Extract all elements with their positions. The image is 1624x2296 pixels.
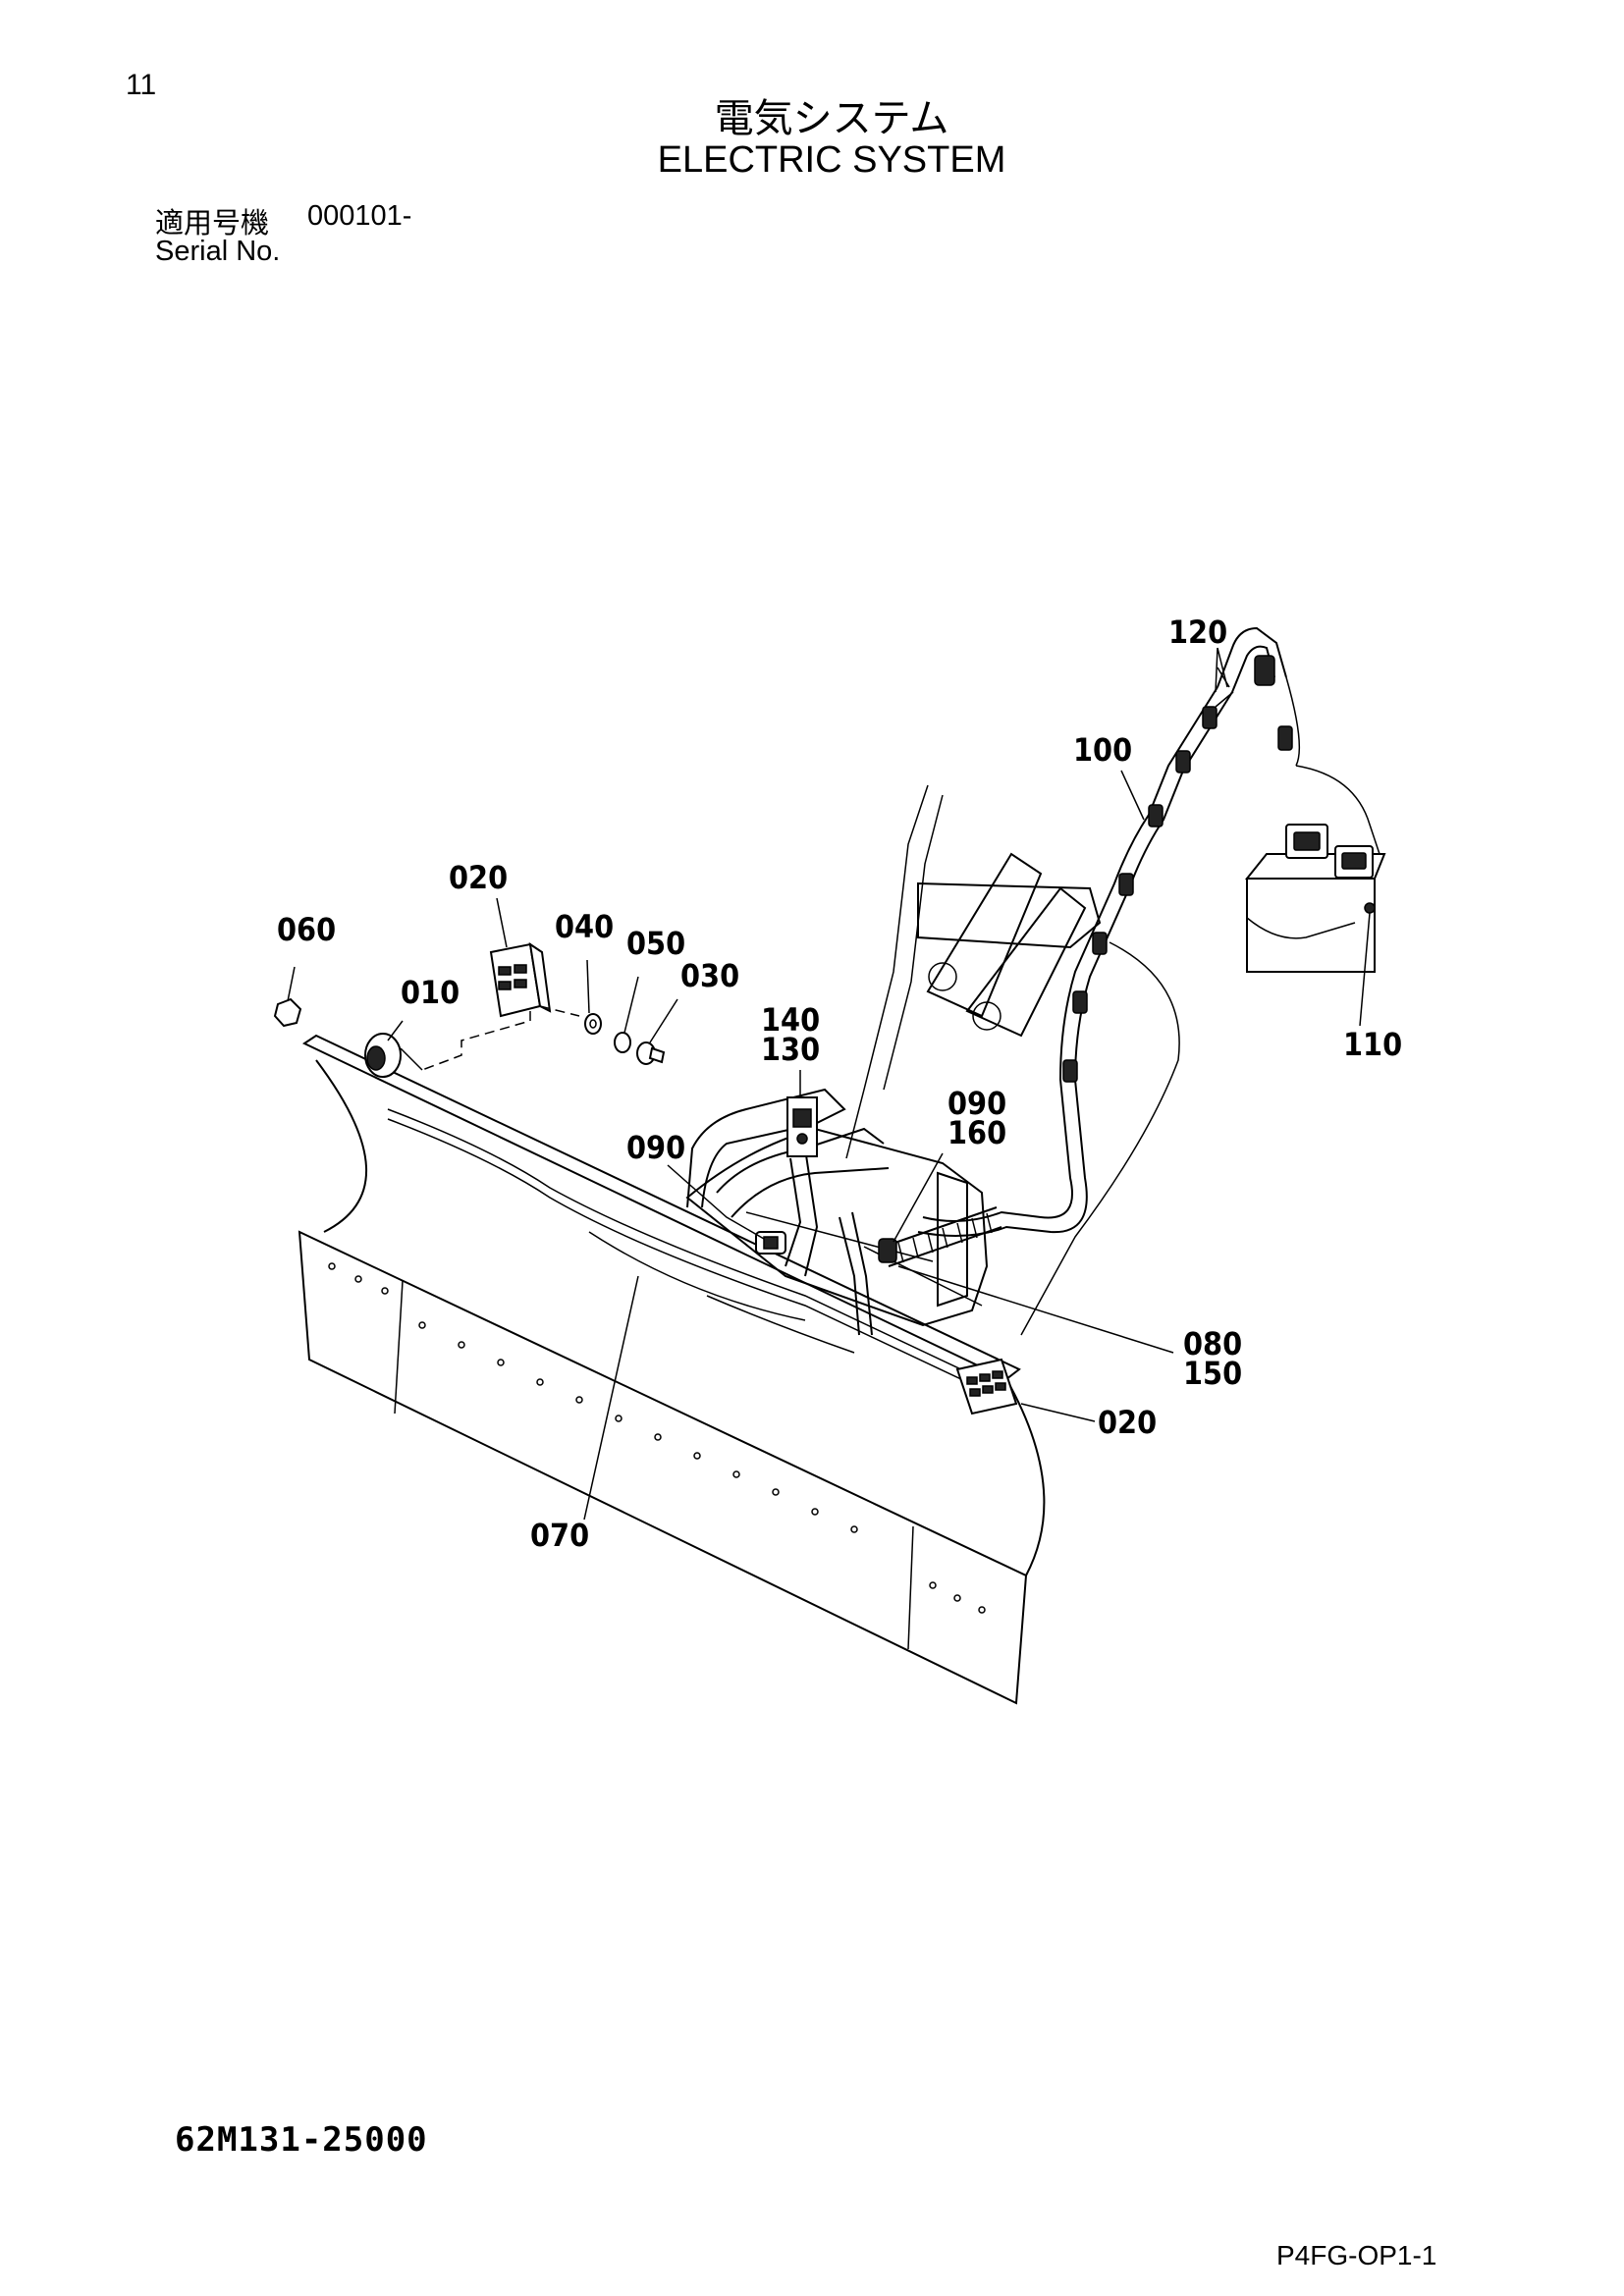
serial-label-english: Serial No. (155, 236, 281, 267)
page-code: P4FG-OP1-1 (1276, 2240, 1437, 2270)
serial-number-value: 000101- (307, 200, 412, 232)
callout-140: 140 (761, 1001, 820, 1039)
callout-090-right: 090 (947, 1085, 1006, 1122)
hose-and-valve-block (686, 1088, 1002, 1336)
callout-100: 100 (1073, 731, 1132, 769)
blade-lamp-parts (273, 941, 1018, 1415)
callout-120: 120 (1168, 614, 1227, 651)
callout-050: 050 (626, 925, 685, 962)
callout-020-lower: 020 (1098, 1404, 1157, 1441)
callout-090-left: 090 (626, 1129, 685, 1166)
serial-label-japanese: 適用号機 (155, 206, 270, 240)
callout-030: 030 (680, 957, 739, 994)
page-number: 11 (126, 69, 157, 101)
callout-150: 150 (1183, 1355, 1242, 1392)
callout-080: 080 (1183, 1325, 1242, 1362)
callout-010: 010 (401, 974, 460, 1011)
callout-160: 160 (947, 1114, 1006, 1151)
drawing-number: 62M131-25000 (175, 2120, 428, 2160)
machine-frame-outline (685, 784, 1180, 1336)
callout-070: 070 (530, 1517, 589, 1554)
callout-020-upper: 020 (449, 859, 508, 896)
callout-labels: 120 100 020 060 040 050 030 010 140 130 … (277, 614, 1402, 1554)
callout-040: 040 (555, 908, 614, 945)
callout-leader-lines (287, 647, 1371, 1521)
callout-130: 130 (761, 1031, 820, 1068)
work-light-assembly-110 (1244, 765, 1386, 973)
callout-110: 110 (1343, 1026, 1402, 1063)
page-title-english: ELECTRIC SYSTEM (657, 139, 1006, 181)
wiring-harness-100 (917, 626, 1301, 1237)
dozer-blade (298, 1034, 1046, 1705)
callout-060: 060 (277, 911, 336, 948)
blade-bolt-holes (328, 1262, 986, 1614)
page-title-japanese: 電気システム (714, 96, 949, 141)
